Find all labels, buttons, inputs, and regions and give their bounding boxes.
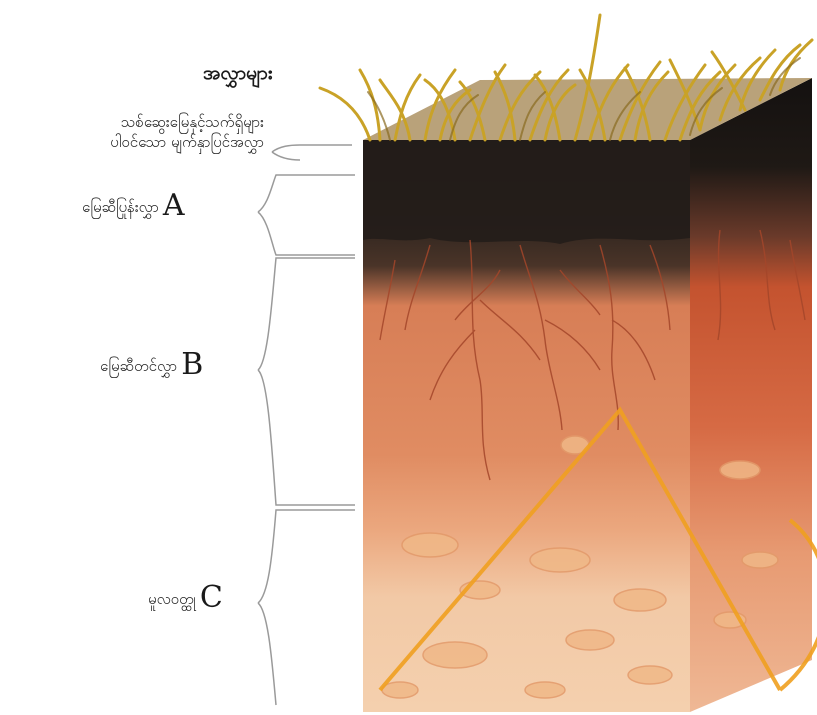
bracket-lines [258, 145, 355, 705]
layer-b-letter: B [181, 347, 203, 382]
diagram-title: အလွှာများ [203, 63, 273, 83]
layer-label-a: မြေဆီပြုန်းလွှာA [82, 196, 185, 217]
layer-b-name: မြေဆီတင်လွှာ [100, 357, 177, 375]
bracket-a [258, 175, 355, 255]
humus-band [363, 140, 690, 244]
bracket-b [258, 258, 355, 505]
bracket-c [258, 510, 355, 705]
layer-a-letter: A [163, 188, 185, 223]
layer-label-c: မူလဝတ္ထုC [148, 588, 223, 609]
layer-label-humus: သစ်ဆွေးမြေနှင့်သက်ရှိများ ပါဝင်သော မျက်န… [36, 112, 264, 152]
bracket-humus [272, 145, 352, 160]
layer-c-letter: C [200, 580, 223, 615]
layer-a-name: မြေဆီပြုန်းလွှာ [82, 198, 159, 216]
layer-label-humus-text: သစ်ဆွေးမြေနှင့်သက်ရှိများ ပါဝင်သော မျက်န… [110, 113, 264, 151]
layer-label-b: မြေဆီတင်လွှာB [100, 355, 203, 376]
layer-c-name: မူလဝတ္ထု [148, 590, 196, 608]
side-face [690, 78, 812, 712]
